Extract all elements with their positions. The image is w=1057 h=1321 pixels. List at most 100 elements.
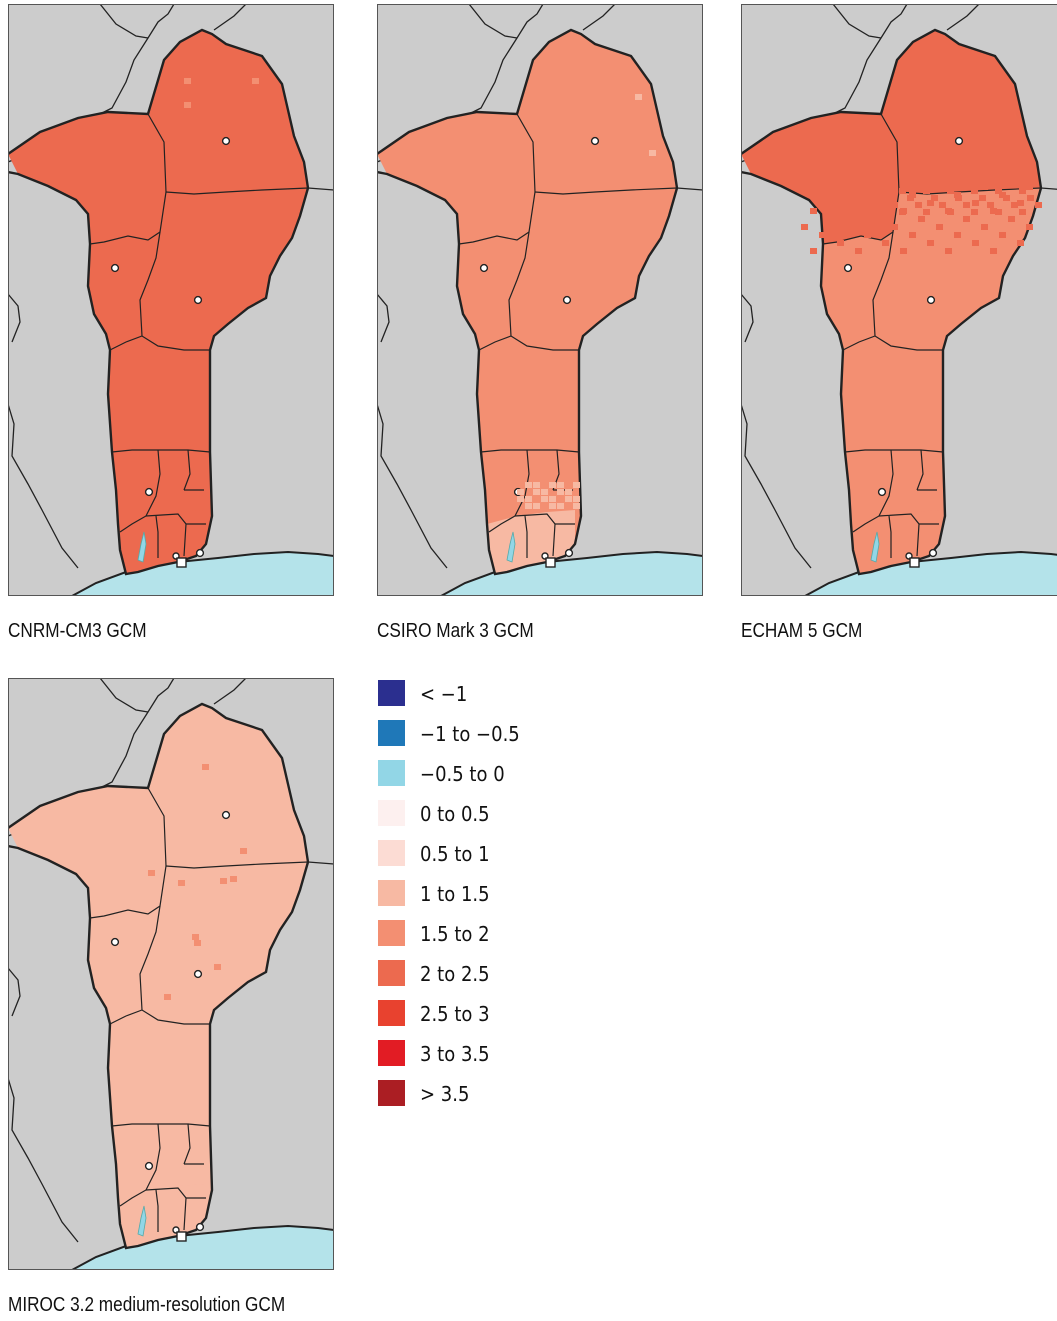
grid-cell	[915, 202, 922, 208]
map-panel-miroc	[8, 678, 334, 1270]
grid-cell	[990, 248, 997, 254]
grid-cell	[525, 496, 532, 502]
legend-swatch	[378, 720, 405, 746]
region-central-south	[841, 336, 943, 452]
grid-cell	[1008, 216, 1015, 222]
grid-cell	[517, 496, 524, 502]
city-marker	[193, 295, 203, 305]
grid-cell	[557, 489, 564, 495]
grid-cell	[184, 78, 191, 84]
region-central-south	[108, 336, 210, 452]
grid-cell	[1027, 195, 1034, 201]
benin-border	[377, 28, 679, 576]
grid-cell	[635, 94, 642, 100]
region-central-west	[457, 232, 529, 350]
grid-cell	[214, 964, 221, 970]
grid-cell	[148, 870, 155, 876]
capital-marker	[176, 1231, 187, 1242]
grid-cell	[873, 216, 880, 222]
city-marker	[195, 548, 205, 558]
grid-cell	[864, 192, 871, 198]
grid-cell	[1011, 202, 1018, 208]
grid-cell	[990, 208, 997, 214]
city-marker	[110, 937, 120, 947]
benin-border	[8, 28, 310, 576]
grid-cell	[837, 240, 844, 246]
grid-cell	[828, 216, 835, 222]
capital-marker	[909, 557, 920, 568]
city-marker	[843, 263, 853, 273]
legend-swatch	[378, 920, 405, 946]
lagoon	[137, 1205, 147, 1237]
legend-swatch	[378, 800, 405, 826]
benin-border	[8, 702, 310, 1250]
grid-cell	[995, 188, 1002, 194]
grid-cell	[557, 482, 564, 488]
grid-cell	[972, 200, 979, 206]
map-panel-cnrm	[8, 4, 334, 596]
grid-cell	[837, 200, 844, 206]
legend-swatch	[378, 760, 405, 786]
region-north-east	[148, 30, 308, 194]
grid-cell	[882, 200, 889, 206]
grid-cell	[945, 248, 952, 254]
city-marker	[193, 969, 203, 979]
map-frame	[741, 4, 1057, 596]
region-north-west	[8, 786, 166, 918]
legend-swatch	[378, 1000, 405, 1026]
grid-cell	[936, 184, 943, 190]
grid-cell	[955, 195, 962, 201]
map-caption-echam: ECHAM 5 GCM	[741, 620, 863, 642]
grid-cell	[240, 848, 247, 854]
grid-cell	[999, 192, 1006, 198]
legend-swatch	[378, 960, 405, 986]
grid-cell	[855, 248, 862, 254]
lagoon	[870, 531, 880, 563]
grid-cell	[819, 192, 826, 198]
city-marker	[144, 1161, 154, 1171]
region-central-east	[509, 188, 677, 350]
legend-swatch	[378, 1040, 405, 1066]
legend-label: 0.5 to 1	[420, 842, 490, 866]
legend-label: > 3.5	[420, 1082, 470, 1106]
grid-cell	[810, 208, 817, 214]
city-marker	[144, 487, 154, 497]
grid-cell	[923, 188, 930, 194]
grid-cell	[981, 184, 988, 190]
grid-cell	[549, 503, 556, 509]
city-marker	[221, 810, 231, 820]
grid-cell	[549, 496, 556, 502]
grid-cell	[1026, 184, 1033, 190]
grid-cell	[517, 489, 524, 495]
grid-cell	[882, 240, 889, 246]
city-marker	[479, 263, 489, 273]
grid-cell	[909, 232, 916, 238]
grid-cell	[931, 195, 938, 201]
map-frame	[377, 4, 703, 596]
grid-cell	[178, 880, 185, 886]
map-frame	[8, 4, 334, 596]
grid-cell	[533, 482, 540, 488]
map-caption-cnrm: CNRM-CM3 GCM	[8, 620, 147, 642]
grid-cell	[184, 102, 191, 108]
grid-cell	[899, 209, 906, 215]
lagoon	[137, 531, 147, 563]
legend-label: −1 to −0.5	[420, 722, 520, 746]
grid-cell	[1019, 209, 1026, 215]
map-caption-csiro: CSIRO Mark 3 GCM	[377, 620, 534, 642]
city-marker	[564, 548, 574, 558]
grid-cell	[573, 503, 580, 509]
grid-cell	[891, 224, 898, 230]
grid-cell	[541, 489, 548, 495]
map-caption-miroc: MIROC 3.2 medium-resolution GCM	[8, 1294, 286, 1316]
benin-border	[741, 28, 1043, 576]
grid-cell	[192, 934, 199, 940]
grid-cell	[947, 209, 954, 215]
legend-label: 1 to 1.5	[420, 882, 490, 906]
grid-cell	[573, 482, 580, 488]
grid-cell	[649, 150, 656, 156]
legend-label: 3 to 3.5	[420, 1042, 490, 1066]
grid-cell	[918, 176, 925, 182]
city-marker	[110, 263, 120, 273]
city-markers	[110, 810, 231, 1234]
